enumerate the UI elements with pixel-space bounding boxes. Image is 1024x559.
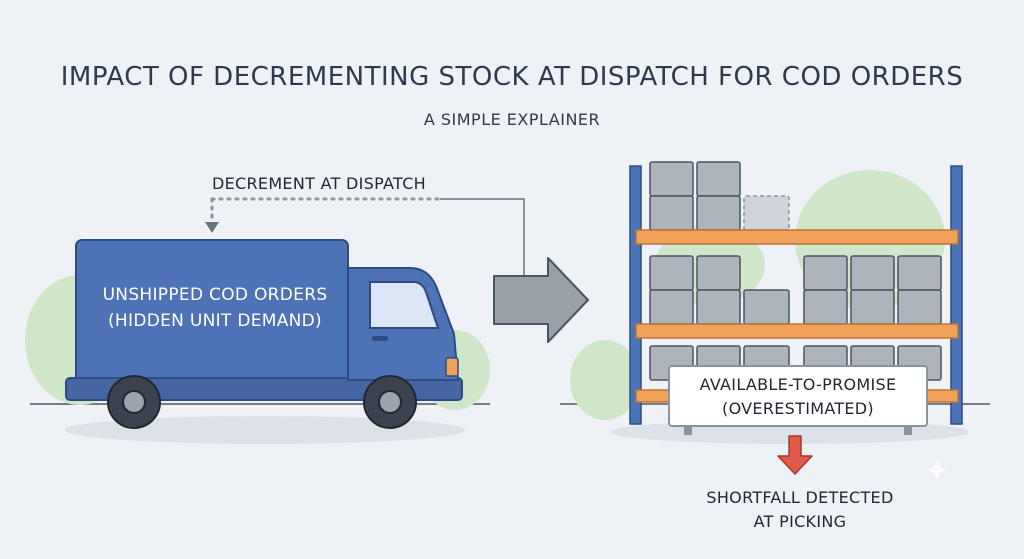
truck-window [369,281,440,329]
shelf-post-left [629,165,642,425]
dispatch-arrow-head [205,222,219,233]
sparkle-icon [928,460,946,480]
atp-box: AVAILABLE-TO-PROMISE (OVERESTIMATED) [668,365,928,427]
truck-door-handle [372,336,388,341]
truck-headlight [445,357,459,377]
shelf-post-right [950,165,963,425]
shortfall-line1: SHORTFALL DETECTED [706,488,894,507]
atp-line1: AVAILABLE-TO-PROMISE [699,375,897,394]
truck [65,239,463,429]
atp-box-foot-right [904,425,912,435]
dispatch-connector [205,197,525,275]
truck-chassis [65,377,463,401]
shortfall-arrow [777,435,813,475]
box-row-top [649,161,741,231]
page-subtitle: A SIMPLE EXPLAINER [423,110,601,129]
shortfall-label: SHORTFALL DETECTED AT PICKING [660,486,940,534]
dispatch-label: DECREMENT AT DISPATCH [212,174,426,193]
atp-box-foot-left [684,425,692,435]
truck-label-line1: UNSHIPPED COD ORDERS [102,285,328,305]
truck-label-line2: (HIDDEN UNIT DEMAND) [107,311,322,331]
flow-arrow [493,257,589,343]
atp-line2: (OVERESTIMATED) [722,399,874,418]
box-row-middle [649,255,942,325]
shortfall-line2: AT PICKING [753,512,847,531]
shelf-beam-top [635,229,959,245]
page-title: IMPACT OF DECREMENTING STOCK AT DISPATCH… [60,62,964,92]
truck-label: UNSHIPPED COD ORDERS (HIDDEN UNIT DEMAND… [80,282,350,334]
shelf-beam-middle [635,323,959,339]
truck-shadow [65,416,465,444]
missing-box [743,195,790,231]
